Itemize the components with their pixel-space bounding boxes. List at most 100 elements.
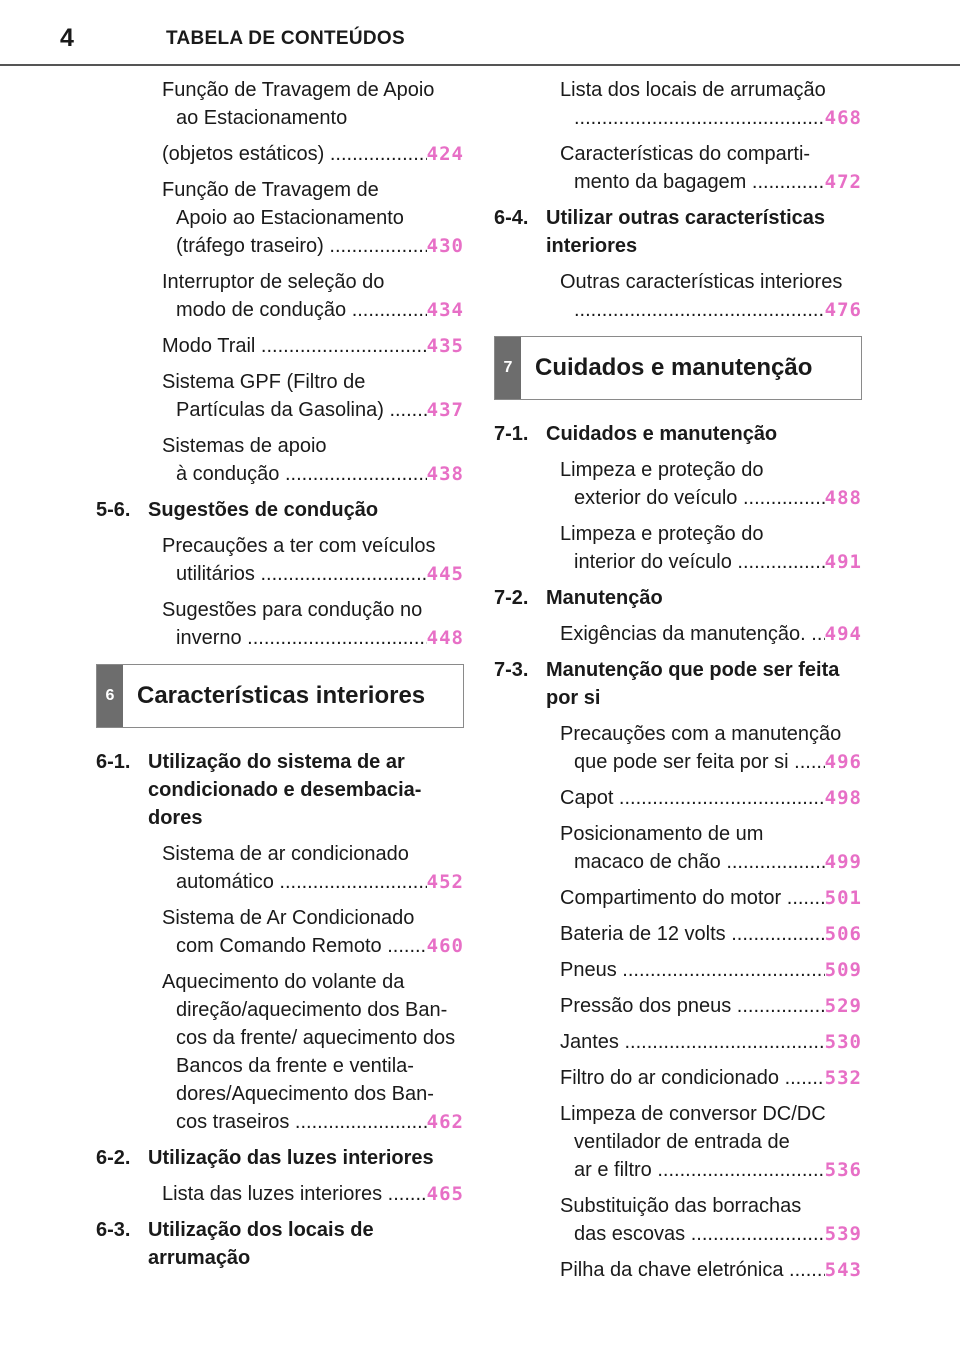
toc-entry-label: Substituição das borrachas	[560, 1195, 802, 1217]
page-link[interactable]: 476	[824, 299, 862, 321]
toc-entry-label: interior do veículo	[574, 548, 825, 576]
page-link[interactable]: 543	[824, 1259, 862, 1281]
page-link[interactable]: 445	[426, 563, 464, 585]
toc-entry[interactable]: Aquecimento do volante da direção/aquecim…	[148, 968, 464, 1136]
toc-entry-label: Partículas da Gasolina)	[176, 396, 427, 424]
toc-entry-label: Lista dos locais de arrumação	[560, 79, 826, 101]
page-link[interactable]: 435	[426, 335, 464, 357]
toc-entry[interactable]: Sistema de ar condicionadoautomático452	[148, 840, 464, 896]
page-link[interactable]: 448	[426, 627, 464, 649]
page-link[interactable]: 499	[824, 851, 862, 873]
toc-entry-label: Aquecimento do volante da	[162, 971, 405, 993]
page-link[interactable]: 460	[426, 935, 464, 957]
toc-entry-label: direção/aquecimento dos Ban-	[176, 999, 448, 1021]
page-link[interactable]: 465	[426, 1183, 464, 1205]
page-link[interactable]: 496	[824, 751, 862, 773]
section-title: Manutenção que pode ser feita por si	[546, 659, 840, 709]
toc-entry-label: inverno	[176, 624, 427, 652]
section-heading: 7-3. Manutenção que pode ser feita por s…	[494, 656, 862, 712]
toc-entry[interactable]: Pressão dos pneus529	[546, 992, 862, 1020]
page-link[interactable]: 529	[824, 995, 862, 1017]
section-heading: 6-1. Utilização do sistema de ar condici…	[96, 748, 464, 832]
toc-entry-label: modo de condução	[176, 296, 427, 324]
section-title: Sugestões de condução	[148, 499, 379, 521]
page-link[interactable]: 424	[426, 143, 464, 165]
page-link[interactable]: 462	[426, 1111, 464, 1133]
toc-entry[interactable]: Limpeza e proteção do interior do veículo…	[546, 520, 862, 576]
page-link[interactable]: 530	[824, 1031, 862, 1053]
toc-group: Lista das luzes interiores465	[96, 1180, 464, 1208]
toc-entry-label: Jantes	[560, 1028, 825, 1056]
page-number: 4	[60, 24, 74, 52]
toc-entry-label: exterior do veículo	[574, 484, 825, 512]
toc-entry-label: à condução	[176, 460, 427, 488]
toc-entry[interactable]: Exigências da manutenção.494	[546, 620, 862, 648]
toc-entry-label: Sugestões para condução no	[162, 599, 423, 621]
page-link[interactable]: 488	[824, 487, 862, 509]
toc-entry-label: Limpeza e proteção do	[560, 523, 764, 545]
page-link[interactable]: 438	[426, 463, 464, 485]
page-link[interactable]: 509	[824, 959, 862, 981]
page-link[interactable]: 539	[824, 1223, 862, 1245]
page-link[interactable]: 472	[824, 171, 862, 193]
toc-entry[interactable]: Compartimento do motor501	[546, 884, 862, 912]
toc-entry[interactable]: Lista das luzes interiores465	[148, 1180, 464, 1208]
section-number: 6-1.	[96, 751, 131, 773]
toc-entry[interactable]: Modo Trail435	[148, 332, 464, 360]
toc-entry-label: ventilador de entrada de	[574, 1131, 790, 1153]
toc-entry[interactable]: Sistemas de apoio à condução438	[148, 432, 464, 488]
toc-entry-label: com Comando Remoto	[176, 932, 427, 960]
toc-entry[interactable]: Jantes530	[546, 1028, 862, 1056]
toc-entry[interactable]: Bateria de 12 volts506	[546, 920, 862, 948]
toc-entry-label: Características do comparti-	[560, 143, 811, 165]
page-link[interactable]: 437	[426, 399, 464, 421]
toc-entry[interactable]: Outras características interiores476	[546, 268, 862, 324]
toc-entry-label: Interruptor de seleção do	[162, 271, 385, 293]
toc-entry-label: Bateria de 12 volts	[560, 920, 825, 948]
page-link[interactable]: 536	[824, 1159, 862, 1181]
toc-entry[interactable]: Lista dos locais de arrumação 468	[546, 76, 862, 132]
toc-entry[interactable]: Pilha da chave eletrónica543	[546, 1256, 862, 1284]
page-link[interactable]: 498	[824, 787, 862, 809]
page-link[interactable]: 532	[824, 1067, 862, 1089]
page-link[interactable]: 452	[426, 871, 464, 893]
toc-entry-label: Capot	[560, 784, 825, 812]
chapter-tab: 6	[97, 665, 123, 727]
page-link[interactable]: 434	[426, 299, 464, 321]
toc-entry-label: Sistemas de apoio	[162, 435, 327, 457]
page-link[interactable]: 494	[824, 623, 862, 645]
page-link[interactable]: 468	[824, 107, 862, 129]
page-link[interactable]: 506	[824, 923, 862, 945]
toc-entry[interactable]: Características do comparti-mento da bag…	[546, 140, 862, 196]
toc-entry[interactable]: Capot498	[546, 784, 862, 812]
section-heading: 6-4. Utilizar outras características int…	[494, 204, 862, 260]
section-heading: 6-3. Utilização dos locais de arrumação	[96, 1216, 464, 1272]
toc-entry-label: (tráfego traseiro)	[176, 232, 427, 260]
toc-entry-label: automático	[176, 868, 427, 896]
page-link[interactable]: 501	[824, 887, 862, 909]
section-title: Utilização das luzes interiores	[148, 1147, 434, 1169]
page-link[interactable]: 491	[824, 551, 862, 573]
chapter-banner: 7 Cuidados e manutenção	[494, 336, 862, 400]
chapter-title: Cuidados e manutenção	[535, 354, 813, 381]
toc-entry[interactable]: Sugestões para condução no inverno448	[148, 596, 464, 652]
page-title: TABELA DE CONTEÚDOS	[166, 28, 405, 49]
toc-entry-label: macaco de chão	[574, 848, 825, 876]
toc-entry[interactable]: Interruptor de seleção do modo de conduçã…	[148, 268, 464, 324]
section-number: 6-4.	[494, 207, 529, 229]
page-link[interactable]: 430	[426, 235, 464, 257]
toc-entry[interactable]: Pneus509	[546, 956, 862, 984]
toc-entry[interactable]: (objetos estáticos)424	[148, 140, 464, 168]
toc-entry[interactable]: Filtro do ar condicionado532	[546, 1064, 862, 1092]
